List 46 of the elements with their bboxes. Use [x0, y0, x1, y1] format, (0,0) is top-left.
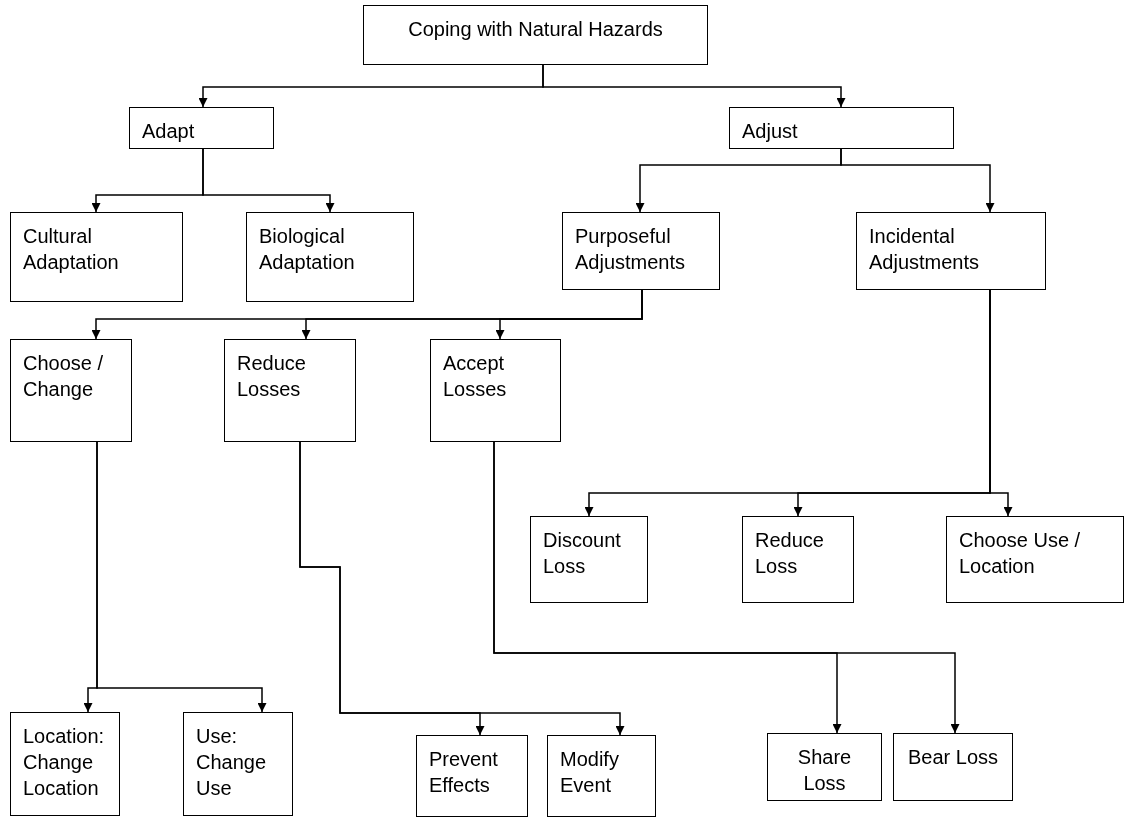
process-box — [246, 212, 414, 302]
node-label: Discount Loss — [543, 528, 622, 579]
arrow — [542, 64, 846, 108]
arrow — [989, 289, 1013, 517]
process-box — [183, 712, 293, 816]
node-label: Accept Losses — [443, 351, 508, 402]
arrow — [96, 441, 267, 713]
node-label: Reduce Loss — [755, 528, 825, 579]
node-label: Cultural Adaptation — [23, 224, 120, 275]
arrow — [840, 148, 995, 213]
process-box — [856, 212, 1046, 290]
process-box — [946, 516, 1124, 603]
process-box — [416, 735, 528, 817]
arrow — [493, 441, 960, 734]
node-label: Biological Adaptation — [259, 224, 356, 275]
node-label: Adapt — [142, 119, 195, 144]
node-label: Coping with Natural Hazards — [408, 17, 663, 42]
node-label: Bear Loss — [907, 745, 999, 770]
node-label: Modify Event — [560, 747, 620, 798]
process-box — [10, 712, 120, 816]
process-box — [10, 339, 132, 442]
node-label: Share Loss — [796, 745, 853, 796]
process-box — [129, 107, 274, 149]
process-box — [430, 339, 561, 442]
node-label: Location: Change Location — [23, 724, 106, 801]
process-box — [224, 339, 356, 442]
node-label: Choose / Change — [23, 351, 105, 402]
process-box — [742, 516, 854, 603]
node-label: Use: Change Use — [196, 724, 268, 801]
node-label: Prevent Effects — [429, 747, 499, 798]
node-label: Choose Use / Location — [959, 528, 1082, 579]
arrow — [495, 289, 643, 340]
node-label: Incidental Adjustments — [869, 224, 981, 275]
process-box — [547, 735, 656, 817]
node-label: Adjust — [742, 119, 798, 144]
process-box — [893, 733, 1013, 801]
process-box — [530, 516, 648, 603]
process-box — [767, 733, 882, 801]
node-label: Reduce Losses — [237, 351, 307, 402]
node-label: Purposeful Adjustments — [575, 224, 687, 275]
process-box — [729, 107, 954, 149]
process-box — [363, 5, 708, 65]
arrow — [299, 441, 625, 736]
process-box — [562, 212, 720, 290]
arrow — [202, 148, 335, 213]
process-box — [10, 212, 183, 302]
